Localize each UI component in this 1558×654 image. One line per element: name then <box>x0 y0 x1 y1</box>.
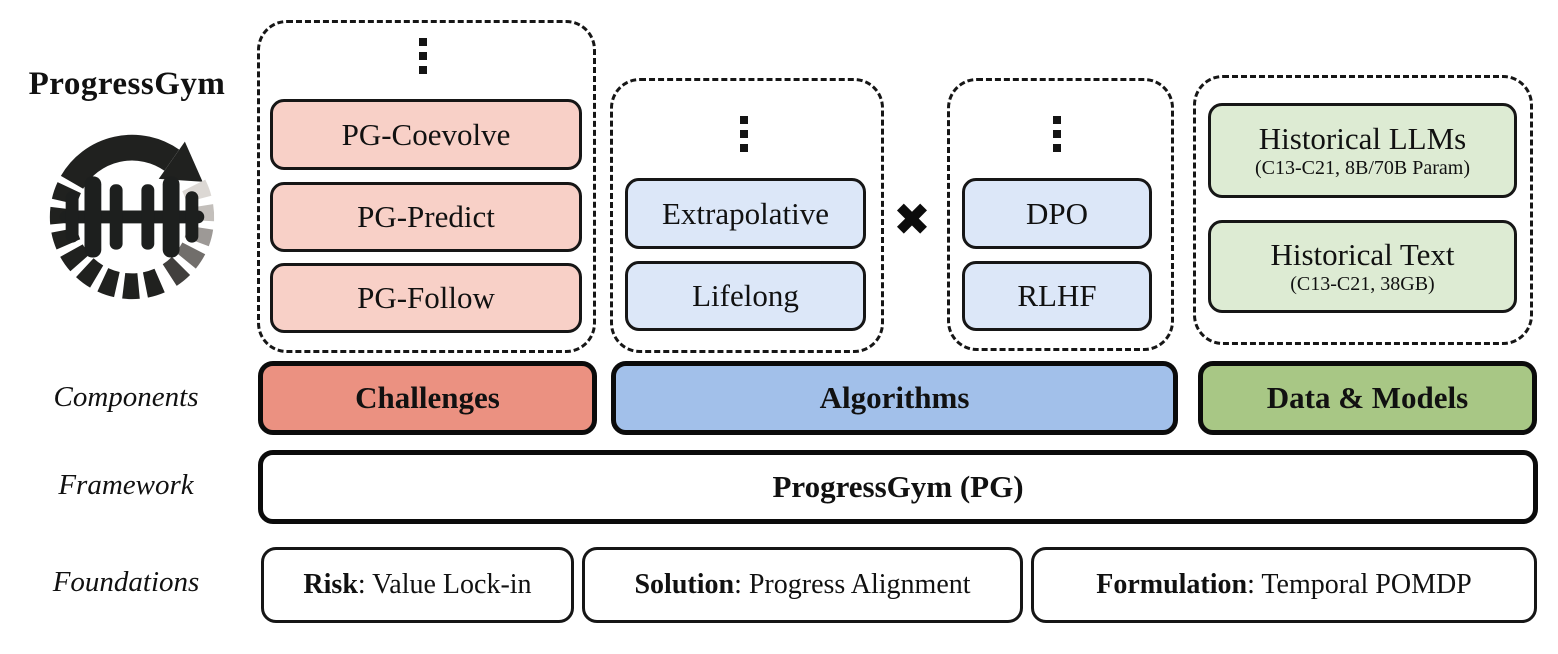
row-label-framework: Framework <box>58 469 194 501</box>
foundation-solution-text: : Progress Alignment <box>734 569 971 600</box>
row-label-foundations: Foundations <box>52 566 200 598</box>
algorithm-rlhf: RLHF <box>962 261 1152 331</box>
challenge-pg-follow: PG-Follow <box>270 263 582 333</box>
component-challenges: Challenges <box>258 361 597 435</box>
historical-text-box: Historical Text (C13-C21, 38GB) <box>1208 220 1517 313</box>
component-data-models: Data & Models <box>1198 361 1537 435</box>
historical-llms-box: Historical LLMs (C13-C21, 8B/70B Param) <box>1208 103 1517 198</box>
page-title: ProgressGym <box>28 66 226 102</box>
foundation-risk: Risk: Value Lock-in <box>261 547 574 623</box>
algorithm-dpo: DPO <box>962 178 1152 249</box>
vertical-ellipsis-icon <box>413 38 433 74</box>
challenge-pg-predict: PG-Predict <box>270 182 582 252</box>
multiplication-x-icon: ✖ <box>893 192 931 246</box>
historical-text-subtitle: (C13-C21, 38GB) <box>1290 272 1435 295</box>
dumbbell-icon <box>59 176 205 258</box>
framework-box: ProgressGym (PG) <box>258 450 1538 524</box>
component-algorithms: Algorithms <box>611 361 1178 435</box>
vertical-ellipsis-icon <box>734 116 754 152</box>
foundation-formulation-text: : Temporal POMDP <box>1247 569 1472 600</box>
foundation-formulation-label: Formulation <box>1096 569 1248 600</box>
foundation-solution: Solution: Progress Alignment <box>582 547 1023 623</box>
row-label-components: Components <box>53 381 199 413</box>
algorithm-lifelong: Lifelong <box>625 261 866 331</box>
vertical-ellipsis-icon <box>1047 116 1067 152</box>
algorithm-methods-container <box>947 78 1174 351</box>
algorithm-families-container <box>610 78 884 353</box>
algorithm-extrapolative: Extrapolative <box>625 178 866 249</box>
historical-llms-title: Historical LLMs <box>1258 120 1467 156</box>
historical-text-title: Historical Text <box>1270 236 1455 272</box>
challenge-pg-coevolve: PG-Coevolve <box>270 99 582 170</box>
foundation-formulation: Formulation: Temporal POMDP <box>1031 547 1537 623</box>
foundation-solution-label: Solution <box>634 569 735 600</box>
foundation-risk-label: Risk <box>303 569 358 600</box>
progressgym-logo-icon <box>49 134 215 300</box>
data-models-container <box>1193 75 1533 345</box>
foundation-risk-text: : Value Lock-in <box>357 569 532 600</box>
challenges-group-container <box>257 20 596 353</box>
historical-llms-subtitle: (C13-C21, 8B/70B Param) <box>1255 156 1470 179</box>
